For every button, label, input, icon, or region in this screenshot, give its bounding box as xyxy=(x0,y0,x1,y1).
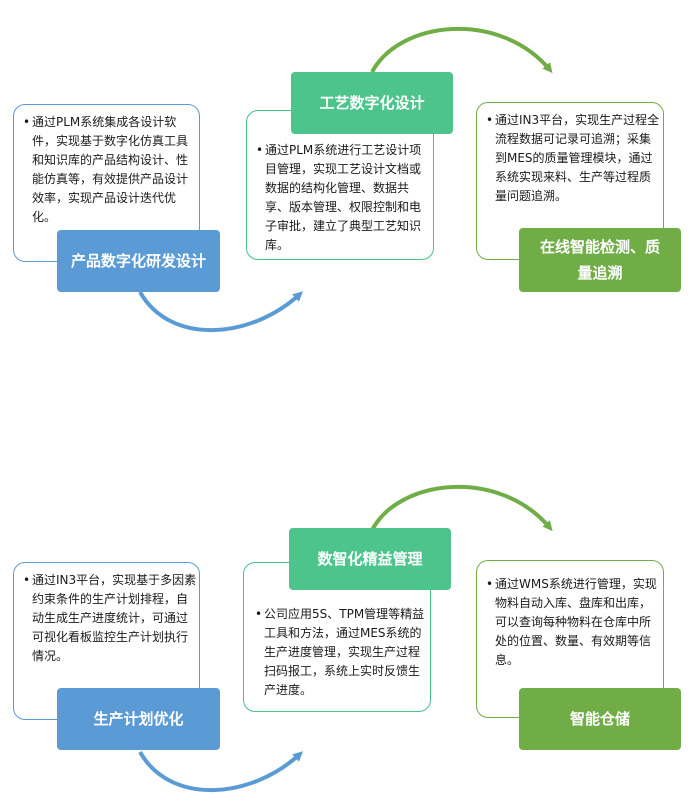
card-description: 通过IN3平台，实现基于多因素约束条件的生产计划排程，自动生成生产进度统计，可通… xyxy=(32,573,197,663)
bullet: • xyxy=(486,577,494,591)
label-product-design: 产品数字化研发设计 xyxy=(57,230,220,292)
card-description: 通过WMS系统进行管理，实现物料自动入库、盘库和出库，可以查询每种物料在仓库中所… xyxy=(495,577,657,667)
bullet: • xyxy=(23,115,31,129)
bullet: • xyxy=(23,573,31,587)
card-description: 通过PLM系统进行工艺设计项目管理，实现工艺设计文档或数据的结构化管理、数据共享… xyxy=(265,143,422,252)
label-process-design: 工艺数字化设计 xyxy=(291,72,453,134)
arrow-bottom-green xyxy=(370,485,553,532)
card-quality-trace: • 通过IN3平台，实现生产过程全流程数据可记录可追溯；采集到MES的质量管理模… xyxy=(476,102,664,260)
bullet: • xyxy=(256,143,264,157)
label-production-planning: 生产计划优化 xyxy=(57,688,220,750)
label-quality-trace: 在线智能检测、质量追溯 xyxy=(519,228,681,292)
card-description: 通过PLM系统集成各设计软件，实现基于数字化仿真工具和知识库的产品结构设计、性能… xyxy=(32,115,189,224)
bullet: • xyxy=(255,607,263,621)
label-lean-management: 数智化精益管理 xyxy=(289,528,451,590)
bullet: • xyxy=(486,113,494,127)
card-description: 公司应用5S、TPM管理等精益工具和方法，通过MES系统的生产进度管理，实现生产… xyxy=(264,607,425,697)
card-process-design: • 通过PLM系统进行工艺设计项目管理，实现工艺设计文档或数据的结构化管理、数据… xyxy=(246,110,434,260)
arrow-bottom-blue xyxy=(138,751,303,793)
card-product-design: • 通过PLM系统集成各设计软件，实现基于数字化仿真工具和知识库的产品结构设计、… xyxy=(13,104,200,262)
arrow-top-blue xyxy=(138,291,303,333)
card-description: 通过IN3平台，实现生产过程全流程数据可记录可追溯；采集到MES的质量管理模块，… xyxy=(495,113,660,203)
label-smart-warehouse: 智能仓储 xyxy=(519,688,681,750)
arrow-top-green xyxy=(370,27,553,74)
